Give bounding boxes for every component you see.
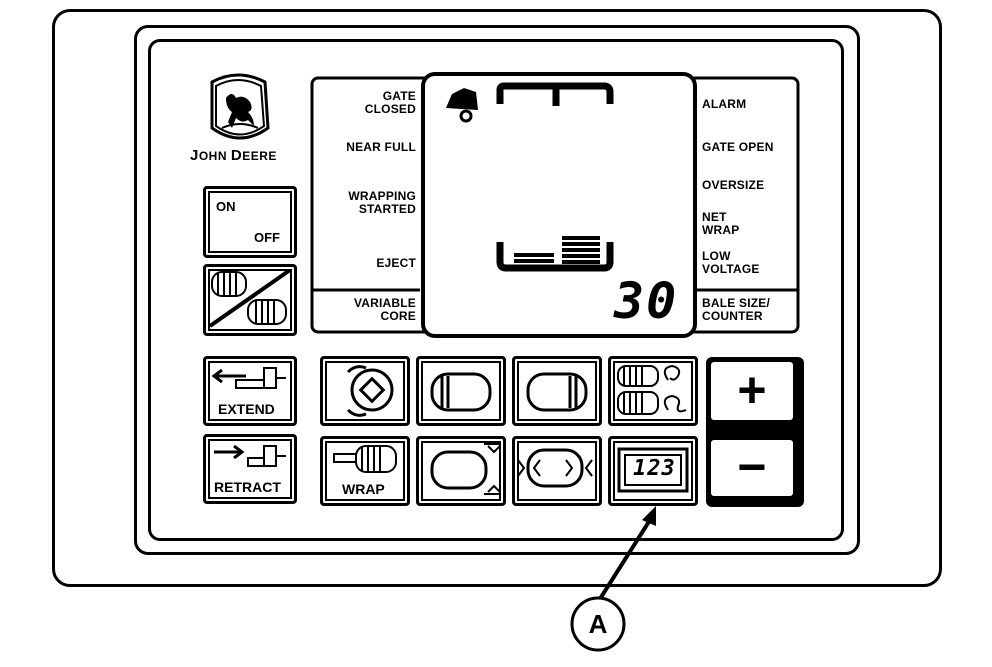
brand-name: JOHN DEERE	[190, 147, 277, 164]
label-gate-open: GATE OPEN	[702, 140, 774, 154]
minus-button[interactable]: −	[711, 439, 793, 496]
bale-left-button[interactable]	[416, 356, 506, 426]
label-bale-size-counter: BALE SIZE/COUNTER	[702, 296, 771, 323]
on-off-button[interactable]: ON OFF	[203, 186, 297, 258]
plus-label: +	[737, 362, 767, 418]
bale-mode-button[interactable]	[203, 264, 297, 336]
core-button[interactable]	[320, 356, 410, 426]
bale-right-button[interactable]	[512, 356, 602, 426]
wrap-button[interactable]: WRAP	[320, 436, 410, 506]
lcd-value: 30	[614, 272, 679, 330]
counter-digits: 123	[633, 456, 676, 481]
label-eject: EJECT	[376, 256, 416, 270]
control-panel-frame	[134, 25, 860, 555]
plus-button[interactable]: +	[711, 362, 793, 420]
label-oversize: OVERSIZE	[702, 178, 765, 192]
label-alarm: ALARM	[702, 97, 747, 111]
wrap-label: WRAP	[342, 481, 385, 497]
callout-label: A	[588, 609, 608, 639]
extend-button[interactable]: EXTEND	[203, 356, 297, 426]
retract-label: RETRACT	[214, 479, 281, 495]
label-near-full: NEAR FULL	[346, 140, 416, 154]
control-panel	[148, 39, 844, 541]
on-label: ON	[216, 199, 236, 214]
retract-button[interactable]: RETRACT	[203, 434, 297, 504]
bale-squeeze-button[interactable]	[512, 436, 602, 506]
minus-label: −	[737, 439, 767, 495]
off-label: OFF	[254, 230, 280, 245]
extend-label: EXTEND	[218, 401, 275, 417]
bale-size-button[interactable]	[416, 436, 506, 506]
twine-button[interactable]	[608, 356, 698, 426]
counter-button[interactable]: 123	[608, 436, 698, 506]
